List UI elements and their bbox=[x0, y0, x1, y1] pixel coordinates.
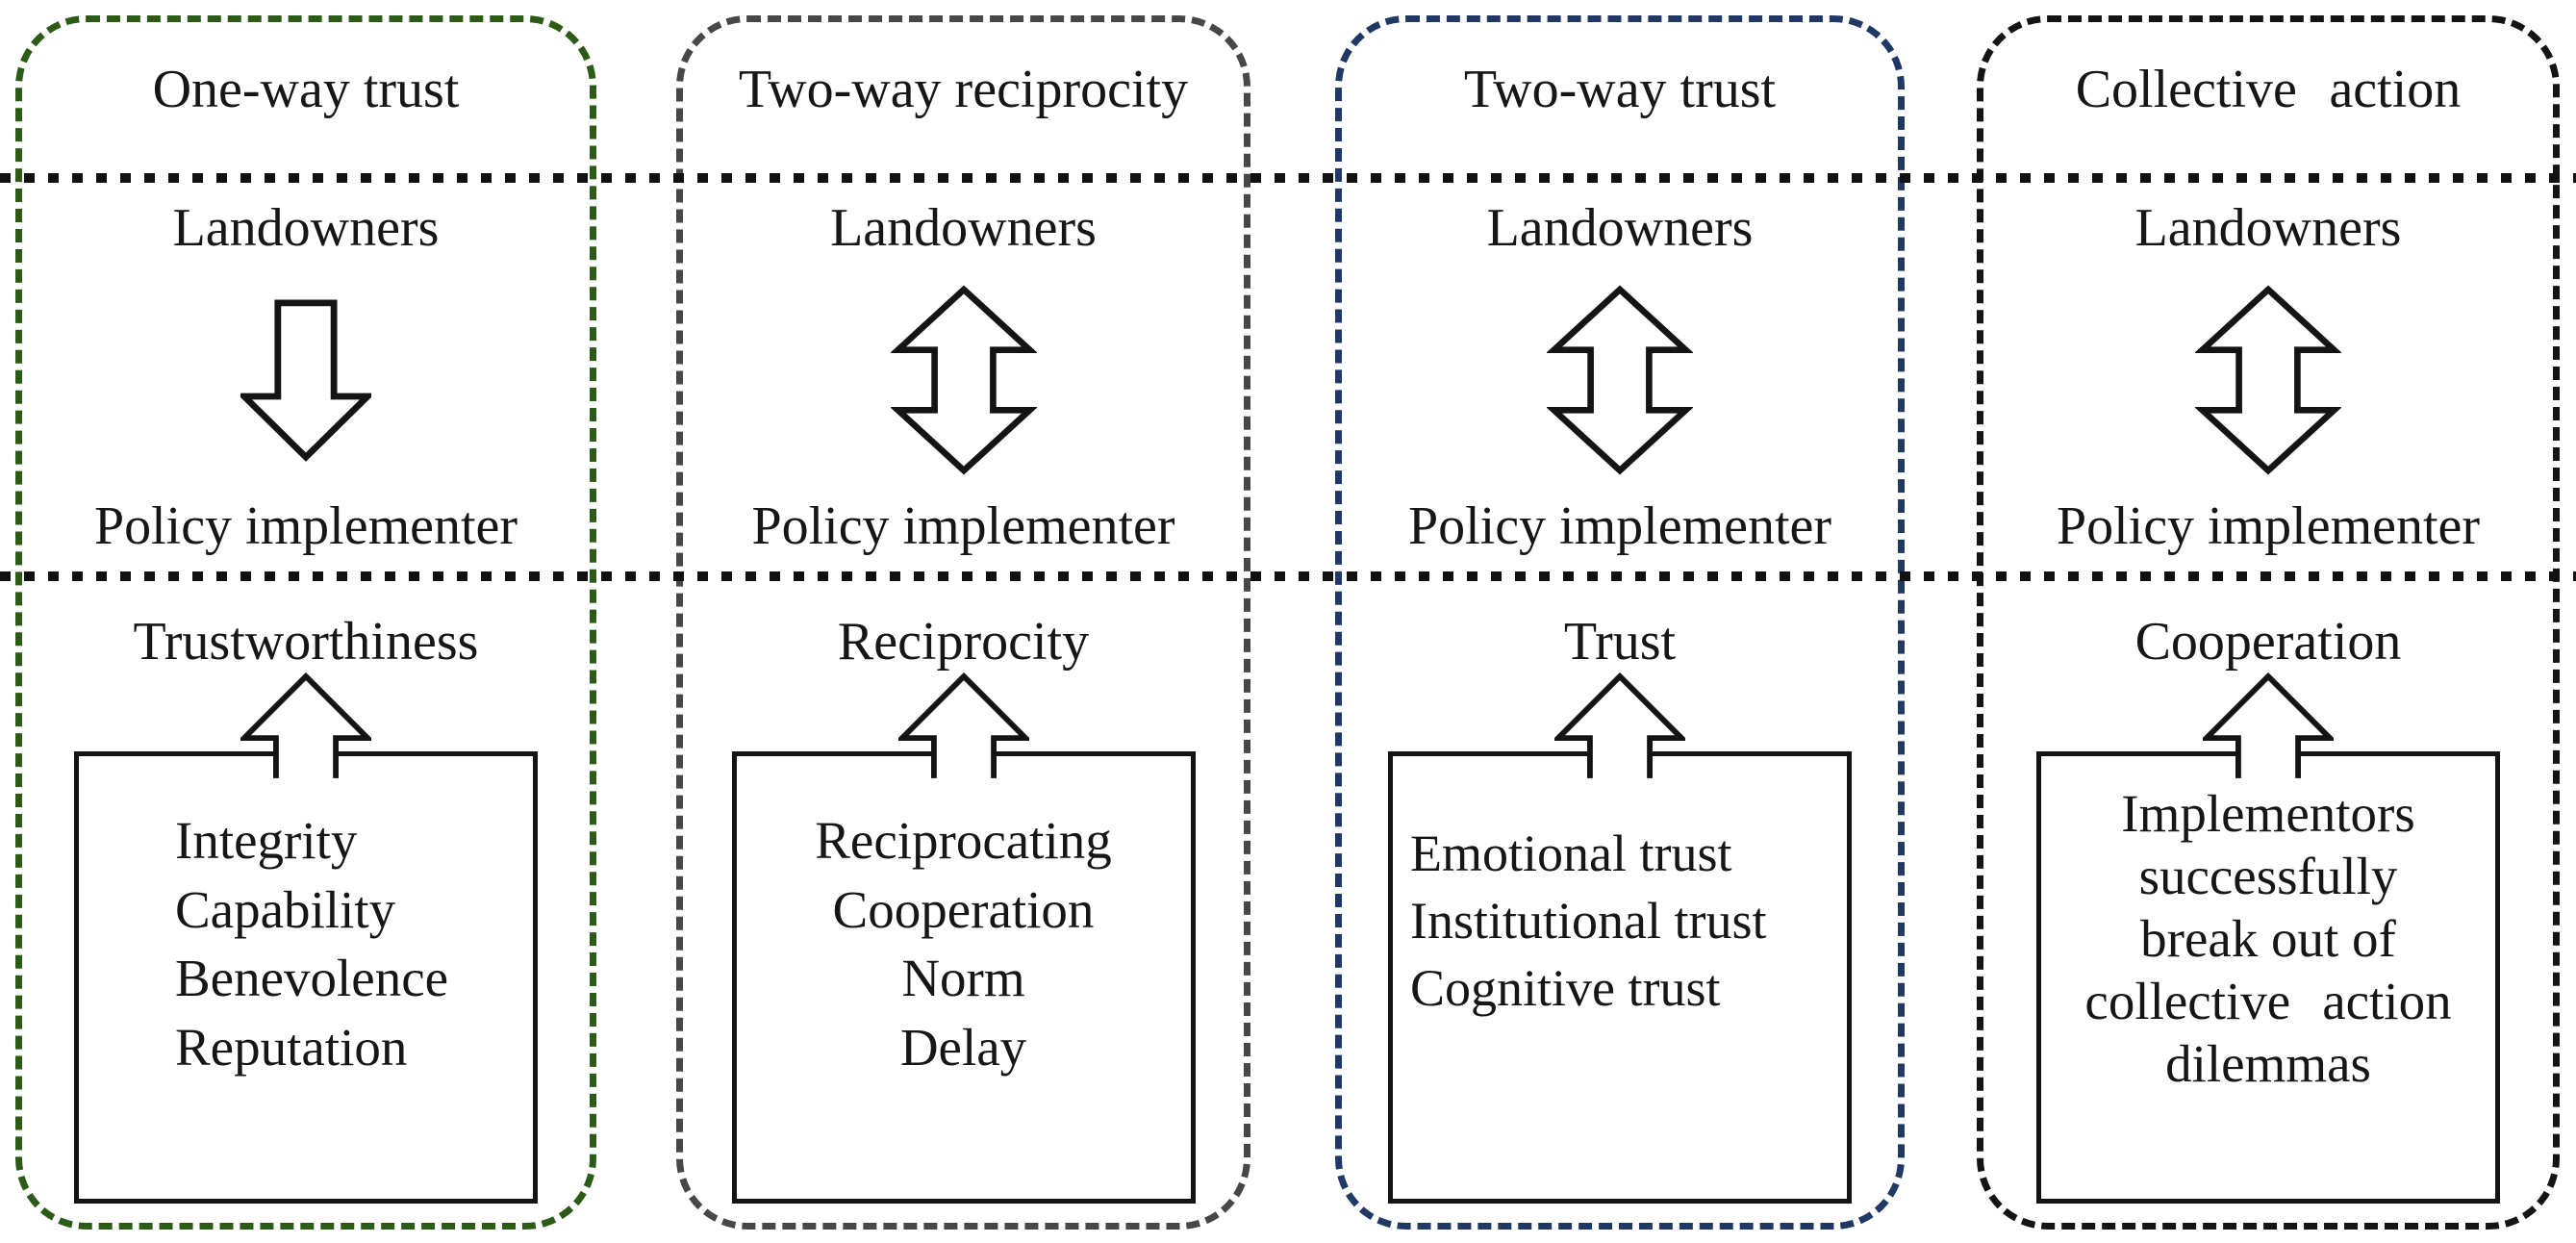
actor-landowners: Landowners bbox=[2134, 198, 2402, 258]
outcome-label: Reciprocity bbox=[837, 612, 1090, 672]
dotted-separator-top bbox=[0, 173, 2576, 183]
factor-item: break out of bbox=[2140, 908, 2396, 968]
double-vertical-arrow-icon bbox=[1342, 278, 1898, 482]
factors-box: Emotional trust Institutional trust Cogn… bbox=[1388, 751, 1852, 1204]
factor-item: Capability bbox=[175, 879, 396, 939]
up-arrow-icon bbox=[1554, 672, 1685, 780]
factor-item: Integrity bbox=[175, 811, 358, 870]
actor-policy-implementer: Policy implementer bbox=[93, 496, 518, 556]
actor-landowners: Landowners bbox=[830, 198, 1097, 258]
outcome-label: Trust bbox=[1563, 612, 1677, 672]
panel-title: Two-way trust bbox=[1463, 60, 1777, 119]
panel-title: Two-way reciprocity bbox=[738, 60, 1189, 119]
factor-item: Reciprocating bbox=[815, 811, 1112, 870]
factor-item: successfully bbox=[2138, 846, 2398, 905]
outcome-label: Trustworthiness bbox=[133, 612, 479, 672]
panel-title: One-way trust bbox=[152, 60, 460, 119]
up-arrow-icon bbox=[240, 672, 371, 780]
panel-two-way-trust: Two-way trust Landowners Policy implemen… bbox=[1335, 15, 1905, 1230]
factor-item: Emotional trust bbox=[1410, 824, 1732, 882]
outcome-label: Cooperation bbox=[2134, 612, 2402, 672]
panel-collective-action: Collective action Landowners Policy impl… bbox=[1977, 15, 2560, 1230]
panel-two-way-reciprocity: Two-way reciprocity Landowners Policy im… bbox=[676, 15, 1250, 1230]
factor-item: Delay bbox=[899, 1017, 1027, 1077]
factor-item: collective action bbox=[2084, 971, 2452, 1030]
factor-item: Implementors bbox=[2121, 784, 2415, 843]
up-arrow-icon bbox=[2203, 672, 2334, 780]
double-vertical-arrow-icon bbox=[1983, 278, 2553, 482]
up-arrow-icon bbox=[897, 672, 1029, 780]
double-vertical-arrow-icon bbox=[683, 278, 1244, 482]
factors-box: Reciprocating Cooperation Norm Delay bbox=[731, 751, 1196, 1204]
factors-box: Integrity Capability Benevolence Reputat… bbox=[74, 751, 538, 1204]
factor-item: Norm bbox=[901, 949, 1025, 1007]
factor-item: dilemmas bbox=[2165, 1033, 2371, 1093]
panel-title: Collective action bbox=[2075, 60, 2462, 119]
actor-landowners: Landowners bbox=[1486, 198, 1754, 258]
factor-item: Cooperation bbox=[832, 879, 1095, 939]
actor-policy-implementer: Policy implementer bbox=[751, 496, 1175, 556]
panel-one-way-trust: One-way trust Landowners Policy implemen… bbox=[15, 15, 596, 1230]
factor-item: Reputation bbox=[175, 1017, 408, 1077]
actor-policy-implementer: Policy implementer bbox=[2056, 496, 2481, 556]
factor-item: Institutional trust bbox=[1410, 892, 1767, 951]
factors-box: Implementors successfully break out of c… bbox=[2036, 751, 2500, 1204]
dotted-separator-bottom bbox=[0, 571, 2576, 581]
factor-item: Benevolence bbox=[175, 949, 449, 1007]
actor-policy-implementer: Policy implementer bbox=[1407, 496, 1832, 556]
down-arrow-icon bbox=[22, 278, 590, 482]
actor-landowners: Landowners bbox=[172, 198, 440, 258]
factor-item: Cognitive trust bbox=[1410, 959, 1721, 1018]
